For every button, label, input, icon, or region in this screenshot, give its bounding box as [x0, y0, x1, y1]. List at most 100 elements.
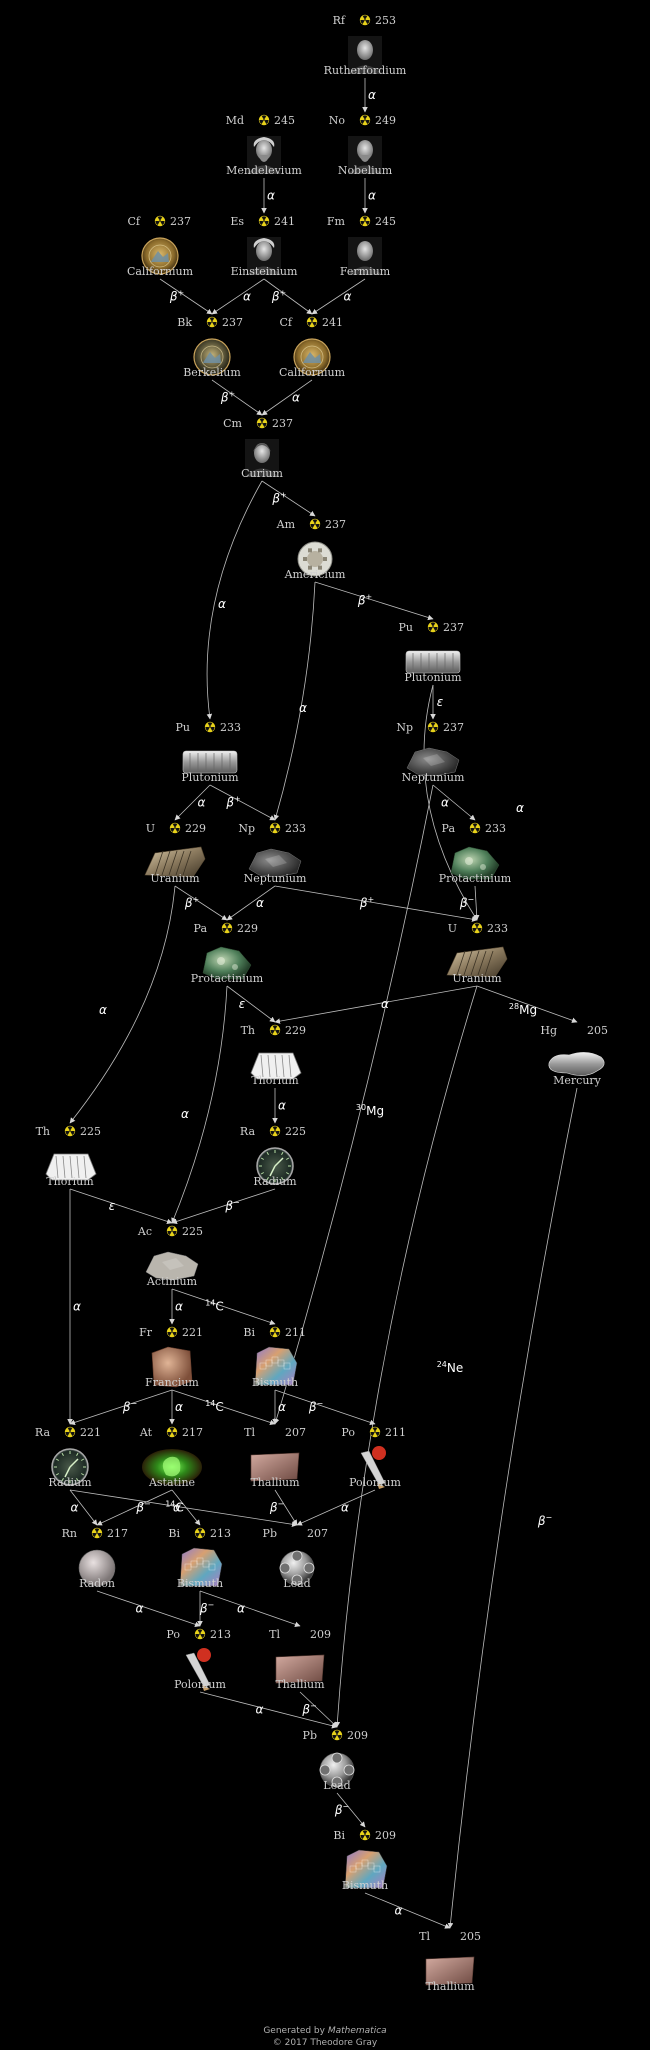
node-symbol: Hg	[540, 1024, 557, 1037]
node-name: Actinium	[146, 1275, 198, 1288]
node-symbol: Bi	[243, 1326, 255, 1339]
radioactive-icon	[331, 1729, 343, 1741]
node-symbol: Po	[341, 1426, 355, 1439]
node-mass: 213	[210, 1527, 231, 1540]
portrait-fermi-icon	[348, 237, 382, 275]
decay-edge	[273, 784, 434, 1425]
edge-label: β−	[269, 1500, 284, 1515]
edge-label: α	[243, 290, 251, 304]
thallium-bar-icon	[250, 1452, 300, 1482]
radioactive-icon	[64, 1426, 76, 1438]
node-symbol: Am	[276, 518, 296, 531]
bismuth-crystal-icon	[344, 1849, 388, 1889]
mercury-puddle-icon	[548, 1052, 605, 1076]
decay-edge	[206, 480, 263, 720]
radioactive-icon	[469, 822, 481, 834]
decay-edge	[171, 985, 228, 1224]
edge-label: β−	[122, 1399, 137, 1414]
edge-label: 24Ne	[437, 1360, 464, 1375]
decay-edge	[174, 885, 228, 921]
node-name: Plutonium	[181, 771, 239, 784]
node-mass: 225	[80, 1125, 101, 1138]
node-mass: 229	[285, 1024, 306, 1037]
radium-dial-icon	[51, 1448, 89, 1486]
edge-label: α	[381, 997, 389, 1011]
node-symbol: Th	[241, 1024, 255, 1037]
node-name: Francium	[145, 1376, 199, 1389]
node-symbol: Rn	[62, 1527, 77, 1540]
node-name: Radon	[79, 1577, 115, 1590]
node-symbol: Pu	[176, 721, 191, 734]
node-mass: 245	[274, 114, 295, 127]
edge-label: β−	[334, 1802, 349, 1817]
node-mass: 229	[185, 822, 206, 835]
node-name: Mercury	[553, 1074, 602, 1087]
decay-edge	[209, 784, 276, 821]
node-mass: 207	[307, 1527, 328, 1540]
uranium-chunk-icon	[446, 946, 508, 978]
node-name: Uranium	[452, 972, 502, 985]
node-mass: 233	[285, 822, 306, 835]
node-symbol: Md	[226, 114, 244, 127]
decay-edge	[274, 1389, 376, 1426]
node-symbol: Ac	[137, 1225, 152, 1238]
decay-edge	[311, 278, 366, 315]
edge-label: β−	[135, 1500, 150, 1515]
radioactive-icon	[154, 215, 166, 227]
edge-label: β+	[271, 491, 286, 506]
radioactive-icon	[194, 1628, 206, 1640]
astatine-glow-icon	[142, 1449, 202, 1485]
edge-label: β−	[537, 1513, 552, 1528]
node-name: Thallium	[250, 1476, 300, 1489]
node-mass: 245	[375, 215, 396, 228]
edge-label: β+	[359, 895, 374, 910]
mineral-green-icon	[450, 846, 500, 880]
node-name: Bismuth	[342, 1879, 388, 1892]
node-name: Bismuth	[177, 1577, 223, 1590]
radioactive-icon	[258, 114, 270, 126]
radioactive-icon	[369, 1426, 381, 1438]
node-mass: 233	[487, 922, 508, 935]
edge-label: ε	[437, 695, 444, 709]
edge-label: α	[267, 189, 275, 203]
node-mass: 221	[80, 1426, 101, 1439]
radioactive-icon	[166, 1225, 178, 1237]
mantle-white-icon	[250, 1052, 302, 1080]
decay-edge	[274, 1489, 298, 1526]
node-name: Astatine	[148, 1476, 195, 1489]
radioactive-icon	[204, 721, 216, 733]
node-symbol: Cm	[223, 417, 242, 430]
node-symbol: Tl	[269, 1628, 280, 1641]
decay-edge	[69, 885, 176, 1124]
radioactive-icon	[269, 1125, 281, 1137]
decay-edge	[69, 1489, 98, 1526]
cylinder-metal-icon	[405, 650, 461, 674]
seal-california-icon	[141, 237, 179, 275]
edge-label: 28Mg	[509, 1002, 537, 1017]
lead-sphere-icon	[319, 1752, 355, 1788]
decay-edge	[274, 985, 478, 1024]
edge-label: α	[278, 1400, 286, 1414]
node-symbol: Np	[238, 822, 255, 835]
radioactive-icon	[166, 1426, 178, 1438]
edge-label: 14C	[165, 1500, 184, 1515]
bismuth-crystal-icon	[179, 1547, 223, 1587]
decay-edge	[211, 379, 263, 416]
lead-sphere-icon	[279, 1550, 315, 1586]
node-name: Plutonium	[404, 671, 462, 684]
node-name: Bismuth	[252, 1376, 298, 1389]
radioactive-icon	[166, 1326, 178, 1338]
node-symbol: Rf	[333, 14, 346, 27]
decay-edge	[263, 278, 313, 315]
